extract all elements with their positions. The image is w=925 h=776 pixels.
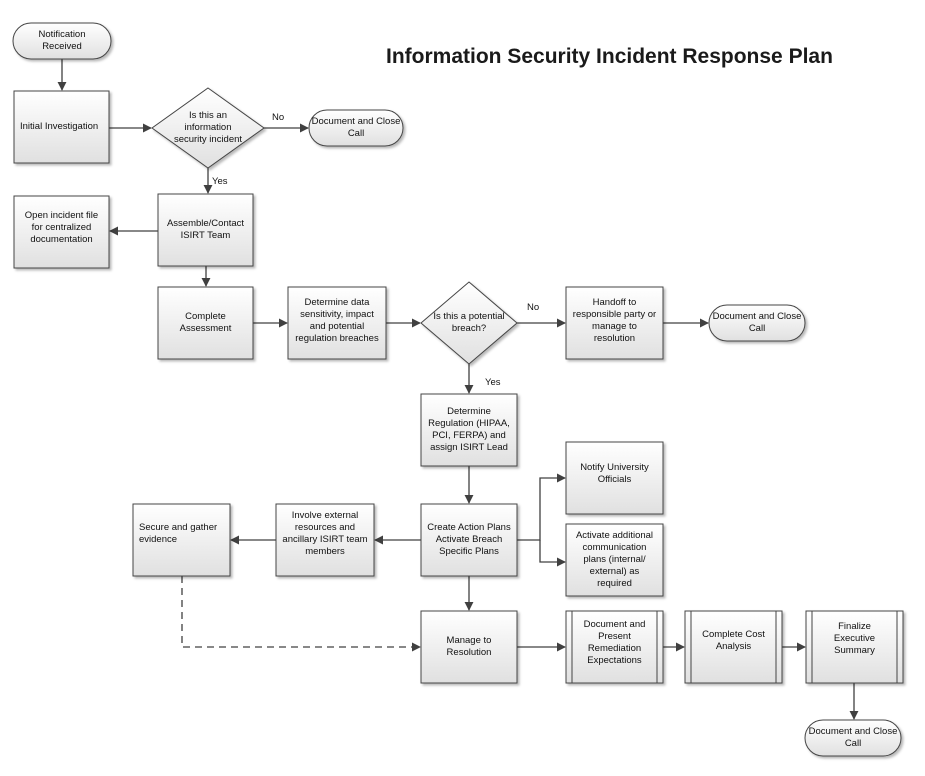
handoff-responsible-party-box bbox=[565, 286, 664, 360]
manage-to-resolution-box-label: Manage to Resolution bbox=[446, 635, 492, 658]
edge-actionplans-to-activate bbox=[539, 540, 566, 567]
shape-layer bbox=[12, 22, 904, 757]
notify-university-officials-box bbox=[565, 441, 664, 515]
finalize-executive-summary-process bbox=[805, 610, 904, 684]
is-security-incident-decision-label: Is this an information security incident bbox=[173, 110, 243, 145]
document-present-remediation-process bbox=[565, 610, 664, 684]
notify-university-officials-box-label: Notify University Officials bbox=[580, 462, 649, 485]
involve-external-resources-box bbox=[275, 503, 375, 577]
complete-assessment-box bbox=[157, 286, 254, 360]
notification-received-terminator-label: Notification Received bbox=[38, 29, 86, 52]
complete-cost-analysis-process-label: Complete Cost Analysis bbox=[702, 629, 765, 652]
open-incident-file-box-label: Open incident file for centralized docum… bbox=[24, 210, 99, 245]
document-close-call-terminator-3-label: Document and Close Call bbox=[808, 726, 898, 749]
edge-label-yes-1: Yes bbox=[212, 176, 228, 187]
edge-secure-to-manage-dashed bbox=[181, 576, 421, 652]
determine-data-sensitivity-box bbox=[287, 286, 387, 360]
is-potential-breach-decision bbox=[420, 281, 518, 365]
edge-label-no-1: No bbox=[272, 112, 285, 123]
initial-investigation-box-label: Initial Investigation bbox=[20, 121, 99, 132]
is-security-incident-decision bbox=[151, 87, 265, 169]
initial-investigation-box bbox=[13, 90, 110, 164]
notification-received-terminator bbox=[12, 22, 112, 60]
determine-data-sensitivity-box-label: Determine data sensitivity, impact and p… bbox=[295, 297, 379, 344]
handoff-responsible-party-box-label: Handoff to responsible party or manage t… bbox=[572, 297, 657, 344]
create-action-plans-box bbox=[420, 503, 518, 577]
is-potential-breach-decision-label: Is this a potential breach? bbox=[433, 311, 505, 334]
edge-label-no-2: No bbox=[527, 302, 540, 313]
complete-cost-analysis-process bbox=[684, 610, 783, 684]
document-close-call-terminator-1 bbox=[308, 109, 404, 147]
involve-external-resources-box-label: Involve external resources and ancillary… bbox=[282, 510, 368, 557]
activate-communication-plans-box-label: Activate additional communication plans … bbox=[575, 530, 654, 589]
diagram-title: Information Security Incident Response P… bbox=[386, 45, 833, 68]
document-close-call-terminator-1-label: Document and Close Call bbox=[311, 116, 401, 139]
assemble-isirt-team-box-label: Assemble/Contact ISIRT Team bbox=[166, 218, 245, 241]
complete-assessment-box-label: Complete Assessment bbox=[179, 311, 232, 334]
determine-regulation-box-label: Determine Regulation (HIPAA, PCI, FERPA)… bbox=[428, 406, 510, 453]
document-close-call-terminator-3 bbox=[804, 719, 902, 757]
edge-actionplans-to-notify bbox=[517, 473, 566, 541]
finalize-executive-summary-process-label: Finalize Executive Summary bbox=[833, 621, 876, 656]
document-present-remediation-process-label: Document and Present Remediation Expecta… bbox=[583, 619, 646, 666]
document-close-call-terminator-2 bbox=[708, 304, 806, 342]
determine-regulation-box bbox=[420, 393, 518, 467]
open-incident-file-box bbox=[13, 195, 110, 269]
connector-layer bbox=[57, 59, 859, 720]
secure-gather-evidence-box bbox=[132, 503, 231, 577]
edge-label-yes-2: Yes bbox=[485, 377, 501, 388]
activate-communication-plans-box bbox=[565, 523, 664, 597]
assemble-isirt-team-box bbox=[157, 193, 254, 267]
manage-to-resolution-box bbox=[420, 610, 518, 684]
document-close-call-terminator-2-label: Document and Close Call bbox=[712, 311, 802, 334]
create-action-plans-box-label: Create Action Plans Activate Breach Spec… bbox=[427, 522, 511, 557]
secure-gather-evidence-box-label: Secure and gather evidence bbox=[139, 522, 218, 545]
